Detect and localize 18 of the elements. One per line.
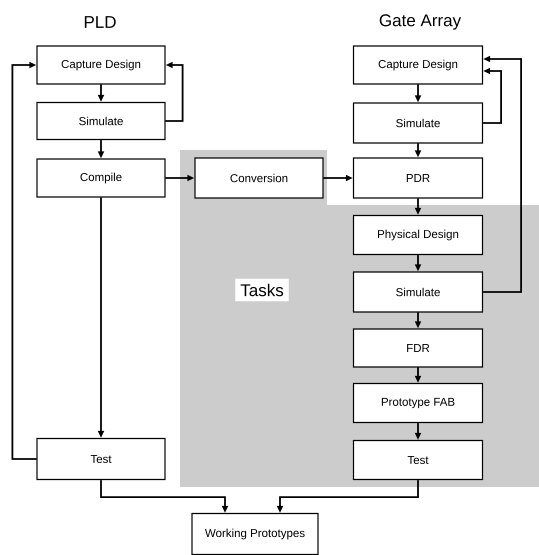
arrow <box>12 62 36 460</box>
process-box: Capture Design <box>36 45 166 85</box>
process-box: Prototype FAB <box>352 382 484 424</box>
column-title: Gate Array <box>380 14 462 30</box>
process-box: Working Prototypes <box>191 512 319 555</box>
process-box: Test <box>36 438 166 480</box>
process-box: Conversion <box>194 157 324 199</box>
process-box: Capture Design <box>352 45 484 85</box>
process-box: Simulate <box>352 271 484 313</box>
process-box: FDR <box>352 328 484 368</box>
process-box: Compile <box>36 158 166 198</box>
process-box: Test <box>352 440 484 480</box>
process-box: PDR <box>352 157 484 199</box>
process-box: Simulate <box>352 102 484 144</box>
column-title: PLD <box>84 16 116 28</box>
process-box: Simulate <box>36 102 166 140</box>
region-label: Tasks <box>235 278 289 302</box>
process-box: Physical Design <box>352 214 484 256</box>
